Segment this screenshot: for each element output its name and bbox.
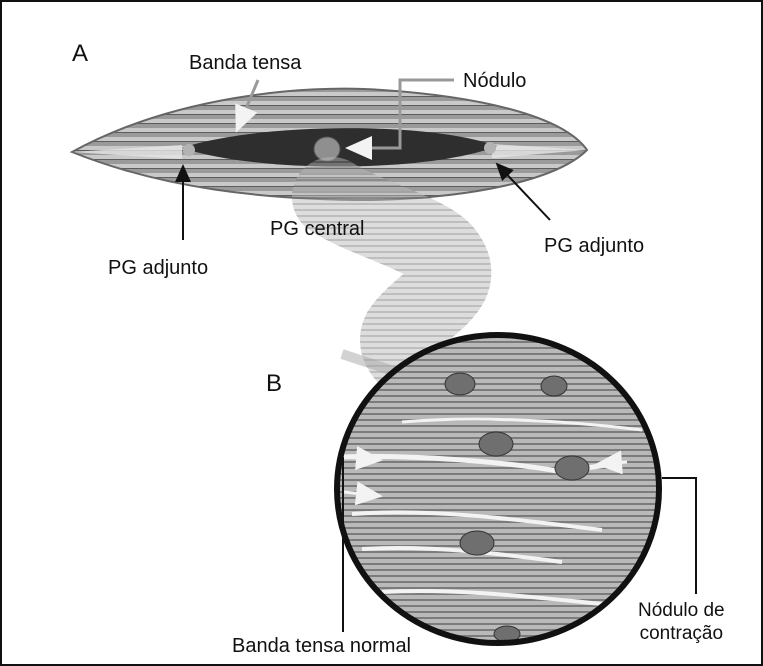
panel-label-b: B — [266, 372, 282, 396]
label-nodulo-contracao-line1: Nódulo de — [638, 600, 725, 623]
magnified-view — [332, 332, 667, 652]
panel-label-a: A — [72, 42, 88, 66]
label-banda-tensa-normal: Banda tensa normal — [232, 636, 411, 656]
line-nodulo-contracao — [662, 478, 696, 594]
label-pg-adjunto-left: PG adjunto — [108, 258, 208, 278]
label-pg-central: PG central — [270, 219, 364, 239]
label-nodulo-contracao-line2: contração — [638, 623, 725, 646]
label-pg-adjunto-right: PG adjunto — [544, 236, 644, 256]
label-nodulo: Nódulo — [463, 71, 526, 91]
label-banda-tensa: Banda tensa — [189, 53, 301, 73]
label-nodulo-contracao: Nódulo de contração — [638, 600, 725, 646]
